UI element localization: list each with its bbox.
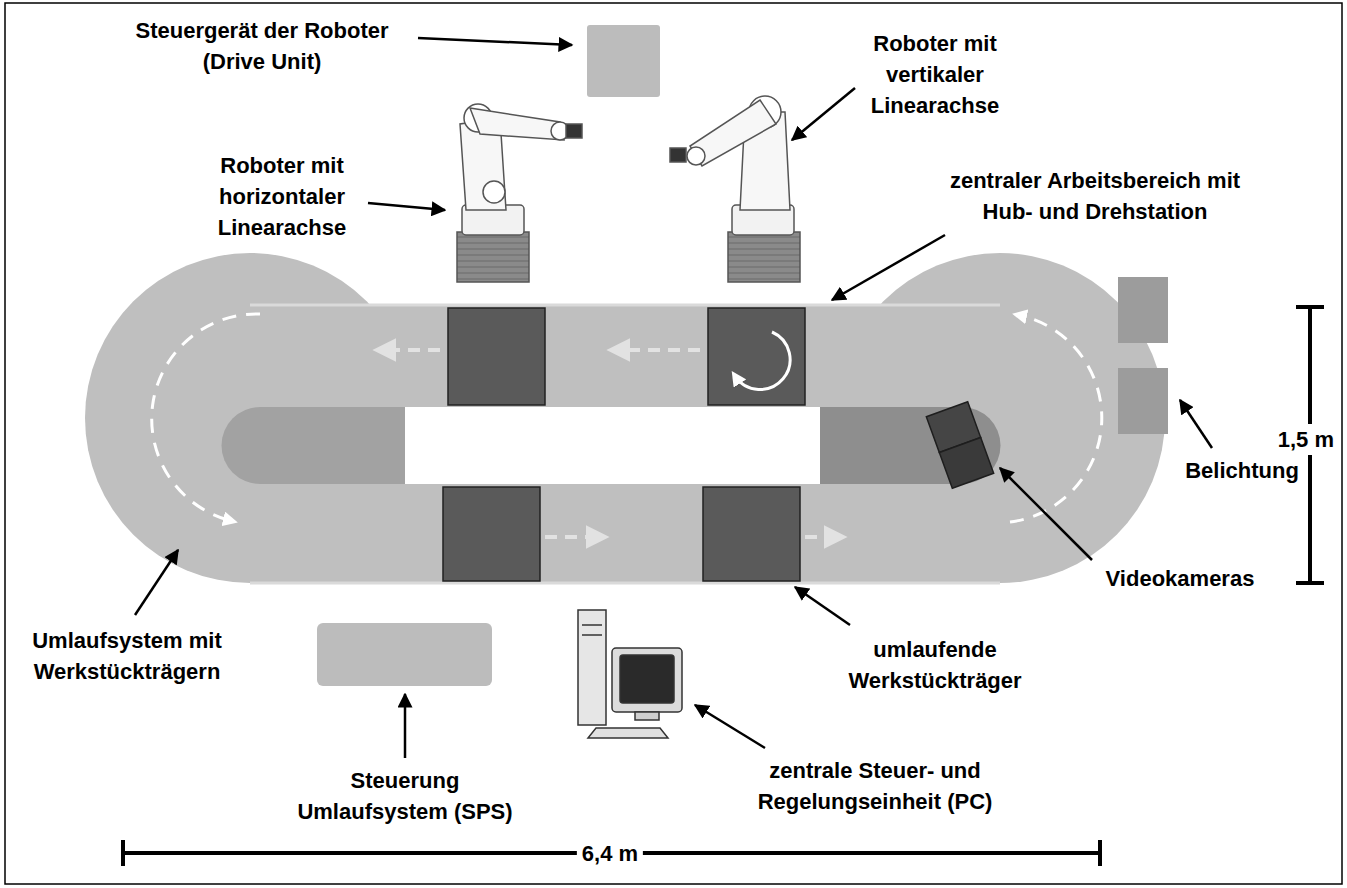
callout-label: Belichtung — [1167, 455, 1317, 486]
dimension-label: 1,5 m — [1273, 424, 1339, 455]
workpiece-carriers — [443, 308, 805, 581]
drive-unit — [587, 25, 660, 97]
pc-icon — [578, 610, 682, 738]
callout-label: Steuergerät der Roboter (Drive Unit) — [115, 15, 410, 77]
robot-horizontal — [457, 104, 582, 282]
callout-label: Videokameras — [1090, 563, 1270, 594]
dimension-lines — [123, 307, 1324, 866]
plc-cabinet — [317, 623, 492, 686]
conveyor — [85, 253, 1165, 583]
rotation-symbol — [735, 332, 790, 390]
callout-label: Roboter mit vertikaler Linearachse — [855, 28, 1015, 121]
callout-label: Steuerung Umlaufsystem (SPS) — [280, 765, 530, 827]
lighting-unit — [1118, 277, 1168, 343]
frame — [5, 3, 1342, 884]
robot-vertical — [670, 96, 800, 282]
callout-label: Umlaufsystem mit Werkstückträgern — [17, 625, 237, 687]
video-cameras — [926, 402, 993, 488]
lighting-unit — [1118, 368, 1168, 434]
dimension-label: 6,4 m — [577, 838, 643, 869]
callout-label: umlaufende Werkstückträger — [835, 634, 1035, 696]
callout-label: zentrale Steuer- und Regelungseinheit (P… — [733, 755, 1018, 817]
callout-label: zentraler Arbeitsbereich mit Hub- und Dr… — [943, 165, 1248, 227]
leader-arrows — [135, 38, 1212, 758]
callout-label: Roboter mit horizontaler Linearachse — [202, 150, 362, 243]
